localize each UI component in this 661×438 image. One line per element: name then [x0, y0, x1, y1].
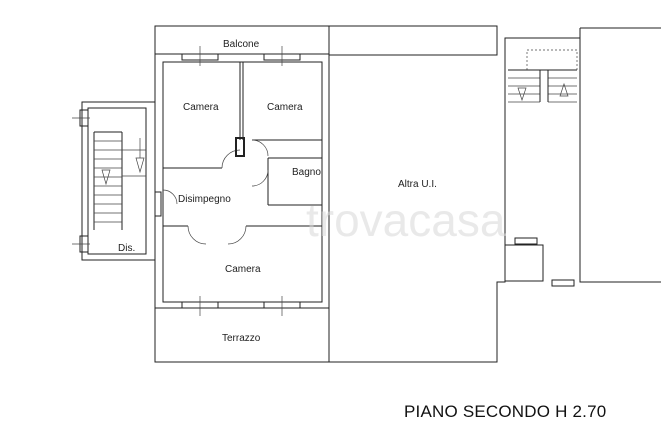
label-balcone: Balcone — [223, 39, 260, 50]
window-marks — [181, 46, 301, 316]
terrazzo-area — [154, 307, 330, 363]
label-camera-2: Camera — [267, 102, 303, 113]
stair-left — [72, 101, 162, 261]
altra-ui-outline — [328, 37, 661, 363]
label-camera-1: Camera — [183, 102, 219, 113]
label-altra-ui: Altra U.I. — [398, 179, 437, 190]
watermark: trovacasa — [306, 194, 506, 246]
label-terrazzo: Terrazzo — [222, 333, 261, 344]
stair-right — [504, 49, 578, 287]
label-disimpegno: Disimpegno — [178, 194, 231, 205]
label-camera-3: Camera — [225, 264, 261, 275]
floor-caption: PIANO SECONDO H 2.70 — [404, 402, 607, 421]
label-bagno: Bagno — [292, 167, 321, 178]
label-dis: Dis. — [118, 243, 135, 254]
